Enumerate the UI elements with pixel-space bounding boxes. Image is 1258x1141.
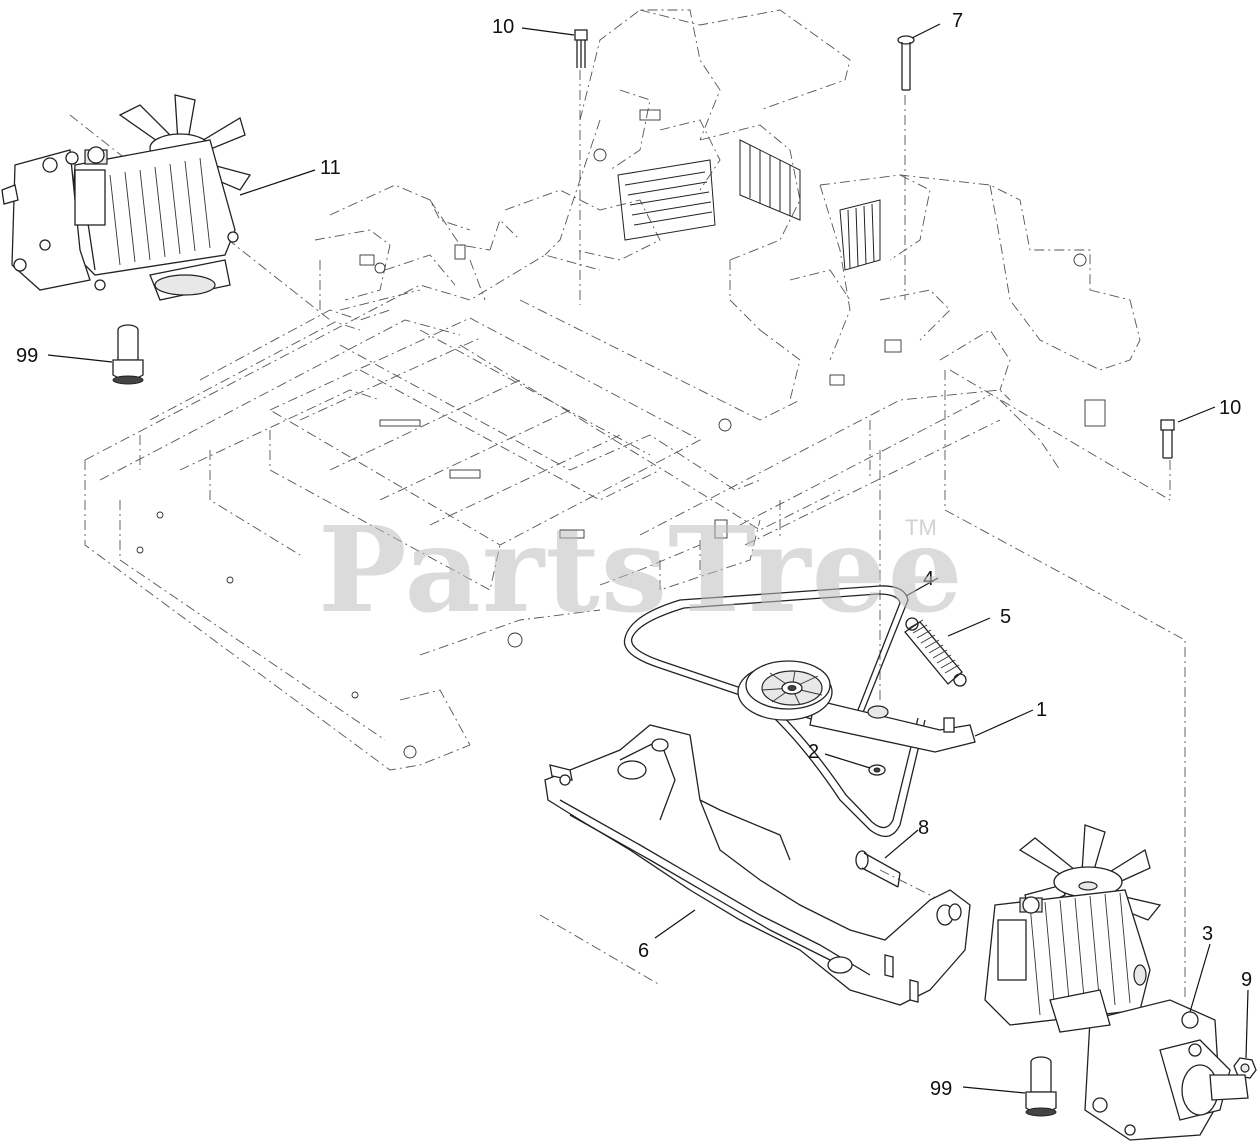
callout-1: 1: [1036, 699, 1047, 721]
extension-spring: [904, 617, 967, 687]
bolt-10-top: [574, 29, 588, 68]
leader-lines: [47, 23, 1249, 1094]
idler-arm: [809, 699, 976, 753]
bolt-7: [897, 35, 915, 91]
callout-8: 8: [918, 817, 929, 839]
callout-11: 11: [320, 157, 341, 179]
frame-detail-marks: [136, 109, 1106, 759]
callout-7: 7: [952, 10, 963, 32]
callout-9: 9: [1241, 969, 1252, 991]
transmission-right: [984, 824, 1249, 1141]
idler-pulley: [737, 660, 833, 721]
callout-3: 3: [1202, 923, 1213, 945]
drive-belt: [623, 585, 926, 837]
bolt-10-right: [1160, 419, 1175, 459]
callout-2: 2: [808, 741, 819, 763]
callout-6: 6: [638, 940, 649, 962]
callout-99-bottom: 99: [930, 1078, 952, 1100]
nut-9: [1233, 1057, 1257, 1079]
callout-99-top: 99: [16, 345, 38, 367]
callout-labels: 10 7 11 99 10 4 5 1 2 8 6 3 9 99: [16, 10, 1252, 1100]
callout-4: 4: [923, 568, 934, 590]
callout-5: 5: [1000, 606, 1011, 628]
callout-10-top: 10: [492, 16, 514, 38]
spacer-99-top: [112, 324, 144, 385]
callout-10-right: 10: [1219, 397, 1241, 419]
spacer-99-bottom: [1025, 1056, 1057, 1117]
bolt-8: [855, 850, 901, 888]
nut-2: [868, 764, 886, 776]
transmission-left: [1, 94, 252, 301]
mower-frame: [69, 9, 1186, 1000]
transmission-bracket: [544, 724, 971, 1006]
